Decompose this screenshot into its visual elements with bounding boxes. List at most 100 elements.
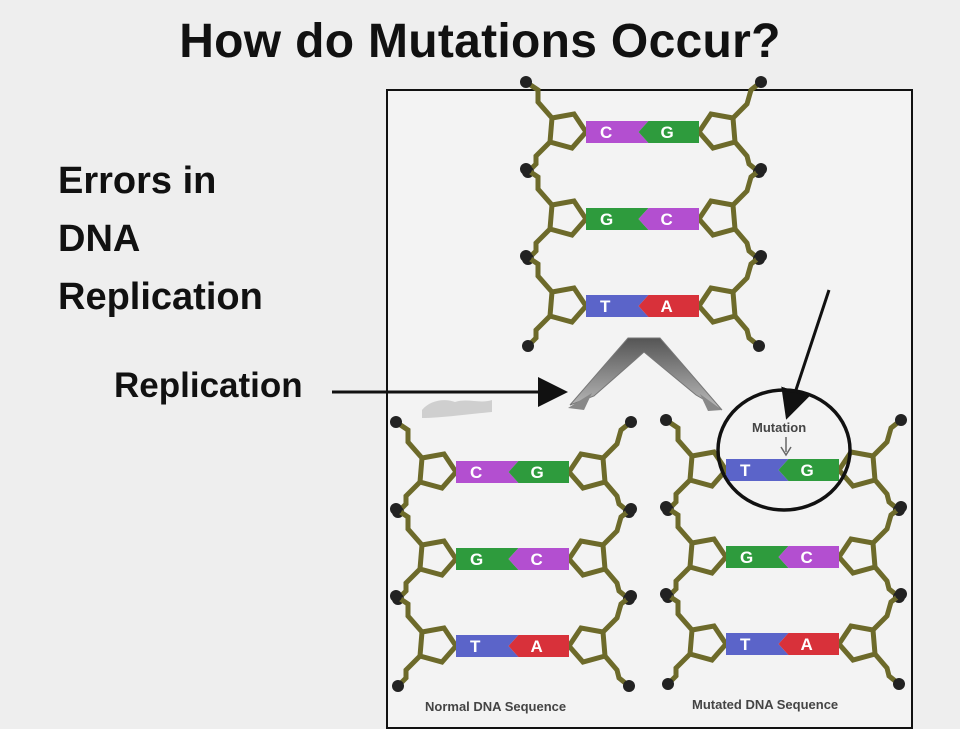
backbone-link-right xyxy=(733,140,761,174)
mutated-sequence-caption: Mutated DNA Sequence xyxy=(692,697,838,712)
phosphate-right xyxy=(623,680,635,692)
phosphate-right xyxy=(895,414,907,426)
base-letter-left: T xyxy=(740,461,751,480)
sugar-ring-right xyxy=(695,198,738,238)
base-left xyxy=(456,461,519,483)
smudge-mark xyxy=(422,400,492,418)
backbone-link-right xyxy=(603,567,631,601)
side-heading-line-3: Replication xyxy=(58,276,263,318)
phosphate-left xyxy=(660,414,672,426)
backbone-link-right xyxy=(873,652,901,686)
mutation-label: Mutation xyxy=(752,420,806,435)
side-heading-line-1: Errors in xyxy=(58,160,217,202)
sugar-ring-right xyxy=(565,625,608,665)
sugar-ring-right xyxy=(695,111,738,151)
sugar-ring-left xyxy=(687,449,730,489)
base-left xyxy=(586,121,649,143)
mutation-pointer-arrow xyxy=(781,289,831,420)
sugar-ring-left xyxy=(547,198,590,238)
chevron-right-tip xyxy=(700,394,722,411)
base-letter-right: G xyxy=(661,123,674,142)
base-letter-right: C xyxy=(801,548,813,567)
sugar-ring-right xyxy=(835,623,878,663)
phosphate-right xyxy=(625,503,637,515)
chevron-left-tip xyxy=(568,393,592,410)
backbone-link-right xyxy=(871,505,903,545)
sugar-ring-left xyxy=(547,111,590,151)
sugar-ring-left xyxy=(687,536,730,576)
sugar-ring-left xyxy=(687,623,730,663)
side-heading-line-2: DNA xyxy=(58,218,141,260)
base-letter-right: A xyxy=(801,635,813,654)
base-right xyxy=(508,548,569,570)
base-letter-left: T xyxy=(470,637,481,656)
phosphate-right xyxy=(895,501,907,513)
backbone-link-left xyxy=(664,591,694,632)
slide-title: How do Mutations Occur? xyxy=(179,15,781,68)
base-letter-right: A xyxy=(531,637,543,656)
base-left xyxy=(726,459,789,481)
backbone-link-left xyxy=(664,417,694,458)
base-letter-right: C xyxy=(661,210,673,229)
base-right xyxy=(638,121,699,143)
backbone-link-right xyxy=(871,592,903,632)
phosphate-right xyxy=(755,76,767,88)
phosphate-left xyxy=(520,76,532,88)
backbone-link-left xyxy=(524,79,554,120)
base-left xyxy=(456,635,519,657)
side-heading: Errors in DNA Replication xyxy=(58,152,263,326)
base-letter-left: T xyxy=(600,297,611,316)
phosphate-left xyxy=(390,590,402,602)
backbone-link-right xyxy=(601,507,633,547)
backbone-link-right xyxy=(733,314,761,348)
backbone-link-right xyxy=(871,418,903,458)
base-right xyxy=(778,633,839,655)
phosphate-left xyxy=(660,588,672,600)
base-letter-left: T xyxy=(740,635,751,654)
base-left xyxy=(456,548,519,570)
backbone-link-right xyxy=(873,478,901,512)
phosphate-right xyxy=(625,416,637,428)
sugar-ring-right xyxy=(835,536,878,576)
base-right xyxy=(638,208,699,230)
base-letter-right: A xyxy=(661,297,673,316)
mutation-small-arrow-head xyxy=(780,446,792,457)
sugar-ring-right xyxy=(565,538,608,578)
backbone-link-right xyxy=(733,227,761,261)
base-letter-left: G xyxy=(600,210,613,229)
base-letter-left: G xyxy=(470,550,483,569)
sugar-ring-left xyxy=(417,538,460,578)
base-letter-right: G xyxy=(801,461,814,480)
phosphate-left xyxy=(662,678,674,690)
backbone-link-right xyxy=(873,565,901,599)
sugar-ring-left xyxy=(417,625,460,665)
phosphate-left xyxy=(520,250,532,262)
phosphate-right xyxy=(755,250,767,262)
backbone-link-right xyxy=(601,420,633,460)
sugar-ring-right xyxy=(565,451,608,491)
phosphate-left xyxy=(522,340,534,352)
base-right xyxy=(778,546,839,568)
phosphate-left xyxy=(392,680,404,692)
phosphate-left xyxy=(390,416,402,428)
base-right xyxy=(638,295,699,317)
phosphate-right xyxy=(895,588,907,600)
sugar-ring-right xyxy=(695,285,738,325)
backbone-link-left xyxy=(394,506,424,547)
base-letter-right: C xyxy=(531,550,543,569)
base-right xyxy=(508,635,569,657)
base-letter-left: C xyxy=(470,463,482,482)
base-right xyxy=(778,459,839,481)
phosphate-right xyxy=(753,340,765,352)
backbone-link-right xyxy=(601,594,633,634)
replication-split-chevron xyxy=(569,337,723,411)
backbone-link-left xyxy=(394,419,424,460)
base-left xyxy=(586,208,649,230)
phosphate-right xyxy=(625,590,637,602)
backbone-link-left xyxy=(524,166,554,207)
sugar-ring-right xyxy=(835,449,878,489)
